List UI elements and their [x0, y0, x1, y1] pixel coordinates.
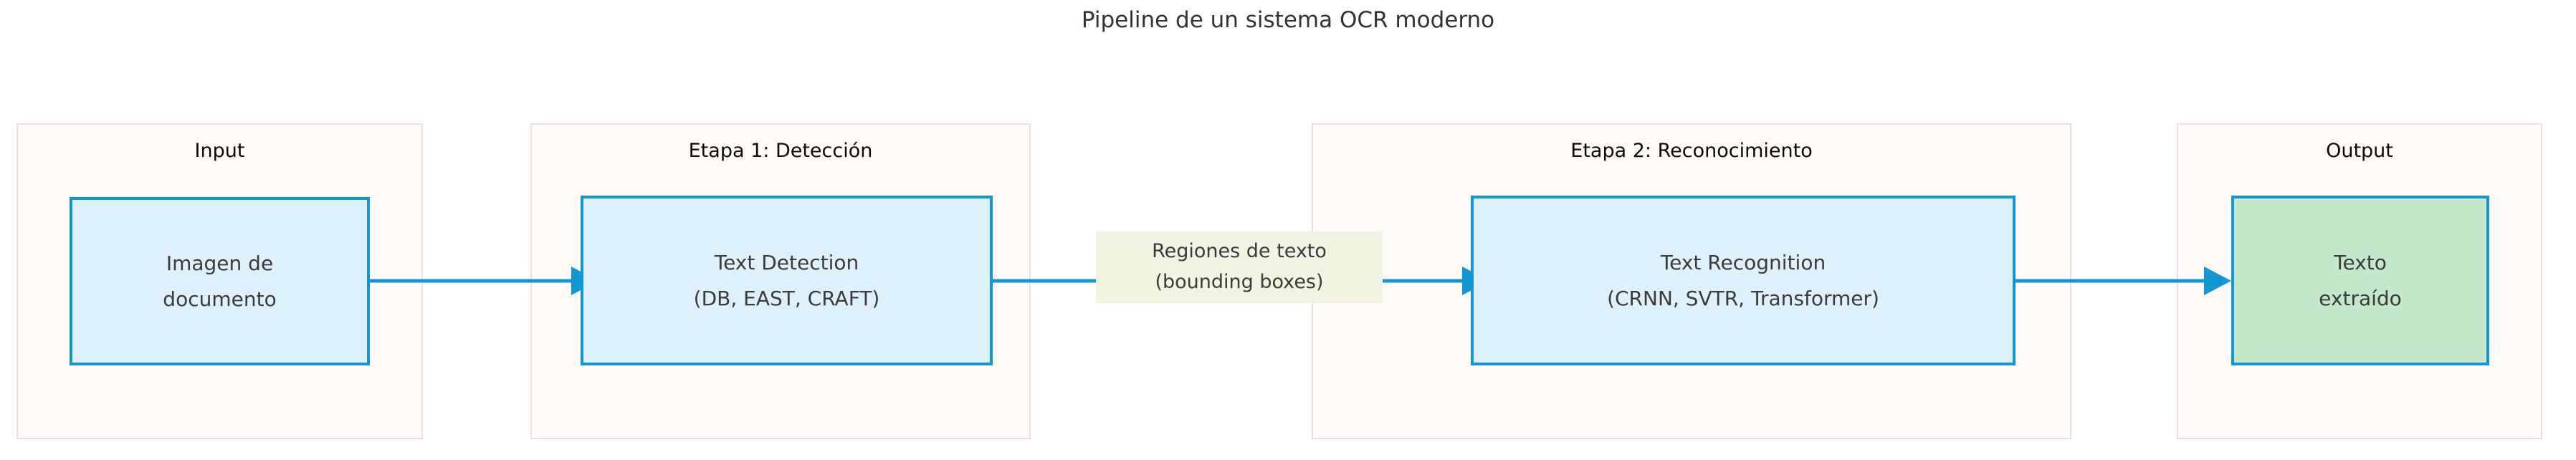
group-title-output: Output: [2326, 140, 2393, 162]
detection-node-line-2: (DB, EAST, CRAFT): [693, 286, 880, 310]
edge-label-line-2: (bounding boxes): [1155, 271, 1324, 293]
input-node-line-1: Imagen de: [166, 251, 274, 275]
group-title-etapa-1: Etapa 1: Detección: [688, 140, 873, 162]
output-node[interactable]: Texto extraído: [2231, 196, 2489, 365]
input-node-line-2: documento: [163, 287, 277, 311]
diagram-title: Pipeline de un sistema OCR moderno: [1081, 7, 1495, 33]
output-node-line-2: extraído: [2319, 286, 2402, 310]
edge-label-line-1: Regiones de texto: [1152, 240, 1327, 262]
group-title-etapa-2: Etapa 2: Reconocimiento: [1570, 140, 1813, 162]
recognition-node[interactable]: Text Recognition (CRNN, SVTR, Transforme…: [1471, 196, 2016, 365]
recognition-node-line-1: Text Recognition: [1660, 250, 1826, 274]
output-node-line-1: Texto: [2334, 250, 2387, 274]
group-title-input: Input: [194, 140, 245, 162]
input-node[interactable]: Imagen de documento: [70, 197, 370, 365]
recognition-node-line-2: (CRNN, SVTR, Transformer): [1607, 286, 1879, 310]
detection-node-line-1: Text Detection: [714, 250, 859, 274]
detection-node[interactable]: Text Detection (DB, EAST, CRAFT): [581, 196, 993, 365]
edge-label-regiones-de-texto: Regiones de texto (bounding boxes): [1096, 231, 1383, 303]
